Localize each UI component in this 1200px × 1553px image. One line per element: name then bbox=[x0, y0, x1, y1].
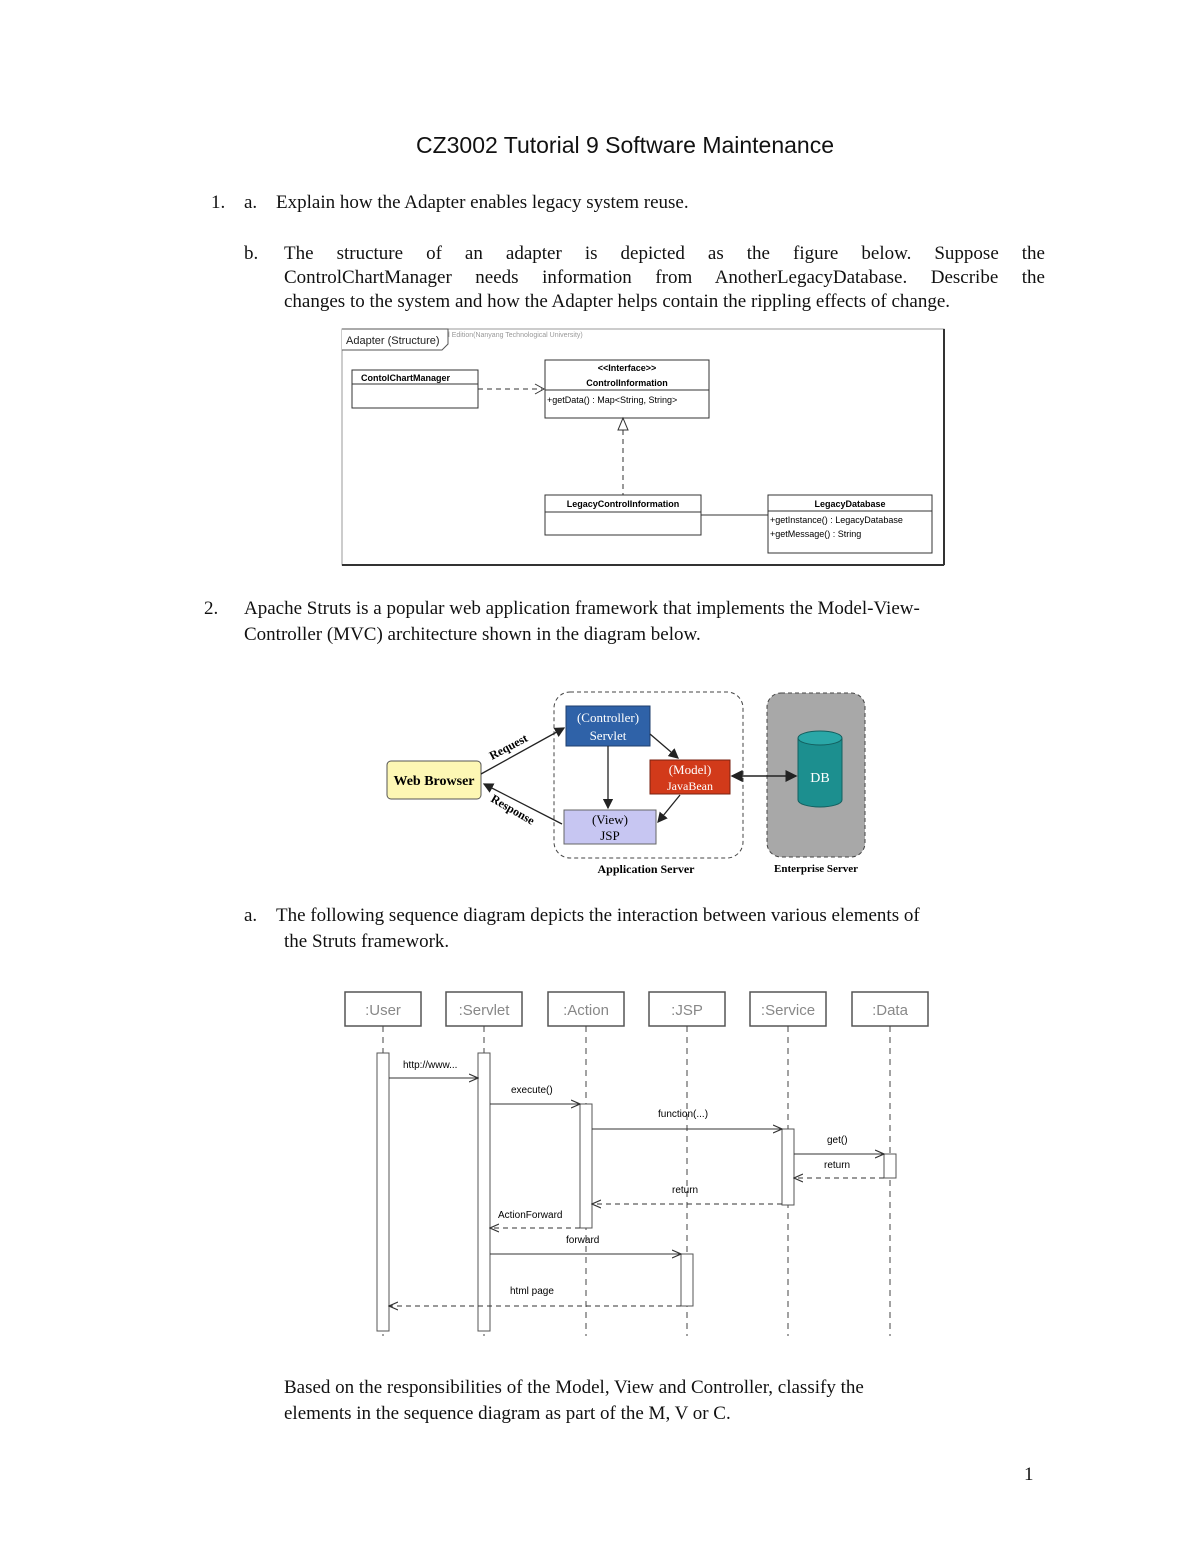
q1-number: 1. bbox=[211, 192, 226, 213]
sequence-diagram: :User :Servlet :Action :JSP :Service :Data ht… bbox=[344, 991, 929, 1336]
web-browser-label: Web Browser bbox=[393, 774, 474, 789]
activation-action bbox=[579, 1103, 593, 1229]
page-title: CZ3002 Tutorial 9 Software Maintenance bbox=[415, 132, 835, 158]
q2a-line-1: The following sequence diagram depicts t… bbox=[276, 905, 920, 926]
db-cylinder bbox=[797, 738, 843, 808]
lifeline-box-data bbox=[851, 991, 929, 1027]
msg-forward: forward bbox=[566, 1235, 599, 1246]
legacycontrolinformation-class bbox=[544, 494, 702, 536]
legacydatabase-name: LegacyDatabase bbox=[814, 499, 885, 509]
adapter-frame-label: Adapter (Structure) bbox=[346, 335, 440, 347]
q1b-line-3: changes to the system and how the Adapte… bbox=[284, 291, 951, 312]
response-label: Response bbox=[489, 791, 538, 827]
lifeline-label-jsp: :JSP bbox=[671, 1002, 703, 1019]
lifeline-label-user: :User bbox=[365, 1002, 401, 1019]
interface-stereotype: <<Interface>> bbox=[598, 363, 657, 373]
activation-servlet bbox=[477, 1052, 491, 1332]
legacycontrolinformation-name: LegacyControlInformation bbox=[567, 499, 680, 509]
q2-number: 2. bbox=[204, 598, 219, 619]
adapter-watermark: Visual Paradigm for UML Standard Edition… bbox=[342, 332, 583, 339]
classify-line-2: elements in the sequence diagram as part… bbox=[284, 1403, 731, 1424]
lifeline-label-data: :Data bbox=[872, 1002, 909, 1019]
web-browser-box bbox=[386, 760, 482, 800]
lifeline-label-service: :Service bbox=[761, 1002, 815, 1019]
classify-line-1: Based on the responsibilities of the Mod… bbox=[284, 1377, 864, 1398]
enterprise-server-label: Enterprise Server bbox=[774, 863, 858, 875]
page-number: 1 bbox=[1024, 1464, 1034, 1485]
q1b-line-2: ControlChartManager needs information fr… bbox=[284, 267, 1045, 288]
lifeline-box-action bbox=[547, 991, 625, 1027]
controller-label-1: (Controller) bbox=[577, 710, 639, 725]
msg-function: function(...) bbox=[658, 1109, 708, 1120]
model-javabean-box bbox=[649, 759, 731, 795]
model-label-1: (Model) bbox=[669, 762, 712, 777]
msg-http: http://www... bbox=[403, 1060, 457, 1071]
q1a-label: a. bbox=[244, 192, 258, 213]
msg-return-service: return bbox=[672, 1185, 698, 1196]
msg-get: get() bbox=[827, 1135, 848, 1146]
interface-operation: +getData() : Map<String, String> bbox=[547, 395, 677, 405]
lifeline-box-user bbox=[344, 991, 422, 1027]
controlinformation-interface bbox=[544, 359, 710, 419]
view-label-1: (View) bbox=[592, 812, 628, 827]
controller-label-2: Servlet bbox=[590, 728, 627, 743]
legacydatabase-op-1: +getInstance() : LegacyDatabase bbox=[770, 515, 903, 525]
q1b-label: b. bbox=[244, 243, 259, 264]
lifeline-label-servlet: :Servlet bbox=[459, 1002, 511, 1019]
adapter-structure-diagram: Visual Paradigm for UML Standard Edition… bbox=[341, 328, 945, 566]
lifeline-box-service bbox=[749, 991, 827, 1027]
activation-service bbox=[781, 1128, 795, 1206]
msg-html-page: html page bbox=[510, 1286, 554, 1297]
msg-action-forward: ActionForward bbox=[498, 1210, 562, 1221]
view-jsp-box bbox=[563, 809, 657, 845]
msg-return-data: return bbox=[824, 1160, 850, 1171]
q2a-label: a. bbox=[244, 905, 258, 926]
model-label-2: JavaBean bbox=[667, 779, 713, 793]
request-label: Request bbox=[487, 731, 530, 763]
legacydatabase-class bbox=[767, 494, 933, 554]
q1a-text: Explain how the Adapter enables legacy s… bbox=[276, 192, 689, 213]
legacydatabase-op-2: +getMessage() : String bbox=[770, 529, 861, 539]
controlchartmanager-name: ContolChartManager bbox=[361, 373, 451, 383]
q2-line-2: Controller (MVC) architecture shown in t… bbox=[244, 624, 701, 645]
mvc-architecture-diagram: Application Server Enterprise Server Web… bbox=[386, 691, 866, 876]
view-label-2: JSP bbox=[600, 828, 620, 843]
interface-name: ControlInformation bbox=[586, 378, 668, 388]
activation-jsp bbox=[680, 1253, 694, 1307]
activation-user bbox=[376, 1052, 390, 1332]
lifeline-box-jsp bbox=[648, 991, 726, 1027]
q1b-line-1: The structure of an adapter is depicted … bbox=[284, 243, 1045, 264]
activation-data bbox=[883, 1153, 897, 1179]
db-label: DB bbox=[810, 771, 829, 786]
msg-execute: execute() bbox=[511, 1085, 553, 1096]
q2-line-1: Apache Struts is a popular web applicati… bbox=[244, 598, 920, 619]
application-server-label: Application Server bbox=[598, 862, 696, 876]
lifeline-label-action: :Action bbox=[563, 1002, 609, 1019]
q2a-line-2: the Struts framework. bbox=[284, 931, 450, 952]
